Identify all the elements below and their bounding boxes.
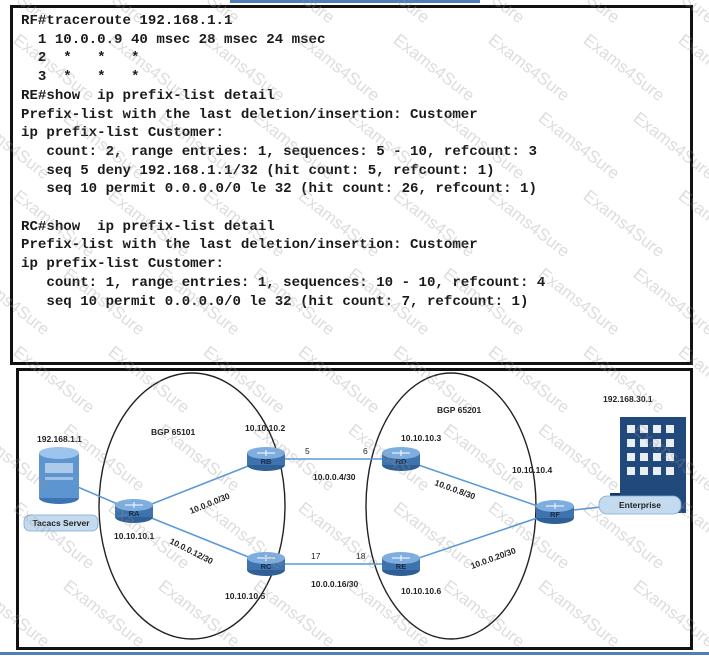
- enterprise-label: Enterprise: [619, 500, 661, 510]
- enterprise-label-box: [598, 495, 682, 515]
- network-diagram-panel: Tacacs Server 192.168.1.1 Enterprise 192…: [16, 368, 693, 650]
- router-rb-name: RB: [261, 457, 272, 466]
- as-65201-label: BGP 65201: [437, 405, 482, 415]
- server-ip: 192.168.1.1: [37, 434, 82, 444]
- subnet-rc-re: 10.0.0.16/30: [311, 579, 359, 589]
- link-re-rf: [400, 511, 556, 565]
- network-topology-svg: Tacacs Server 192.168.1.1 Enterprise 192…: [23, 372, 686, 640]
- router-rc-name: RC: [261, 562, 272, 571]
- link-ra-rc: [133, 510, 267, 565]
- interface-rb-rd-left: 5: [305, 446, 310, 456]
- as-65101-boundary: [98, 372, 286, 640]
- subnet-re-rf: 10.0.0.20/30: [469, 545, 517, 571]
- router-ra-icon: [115, 499, 153, 523]
- subnet-rb-rd: 10.0.0.4/30: [313, 472, 356, 482]
- top-accent-bar: [230, 0, 480, 3]
- subnet-rd-rf: 10.0.0.8/30: [433, 477, 477, 501]
- as-65101-label: BGP 65101: [151, 427, 196, 437]
- cli-output-text: RF#traceroute 192.168.1.1 1 10.0.0.9 40 …: [21, 13, 546, 310]
- server-label: Tacacs Server: [32, 518, 90, 528]
- bottom-accent-bar: [0, 652, 709, 655]
- subnet-ra-rb: 10.0.0.0/30: [188, 491, 231, 516]
- router-rb-icon: [247, 447, 285, 471]
- enterprise-ip: 192.168.30.1: [603, 394, 653, 404]
- router-ra-name: RA: [129, 509, 140, 518]
- link-rd-rf: [400, 458, 556, 513]
- router-rd-icon: [382, 447, 420, 471]
- router-rd-name: RD: [396, 457, 407, 466]
- interface-rb-rd-right: 6: [363, 446, 368, 456]
- router-rf-ip: 10.10.10.4: [512, 465, 552, 475]
- router-rb-ip: 10.10.10.2: [245, 423, 285, 433]
- link-ra-rb: [133, 458, 267, 512]
- router-ra-ip: 10.10.10.1: [114, 531, 154, 541]
- router-rd-ip: 10.10.10.3: [401, 433, 441, 443]
- router-rf-icon: [536, 500, 574, 524]
- router-re-ip: 10.10.10.6: [401, 586, 441, 596]
- router-rc-ip: 10.10.10.5: [225, 591, 265, 601]
- cli-output-panel: RF#traceroute 192.168.1.1 1 10.0.0.9 40 …: [10, 5, 693, 365]
- server-icon: [39, 447, 79, 504]
- router-rc-icon: [247, 552, 285, 576]
- interface-rc-re-right: 18: [356, 551, 366, 561]
- router-rf-name: RF: [550, 510, 560, 519]
- interface-rc-re-left: 17: [311, 551, 321, 561]
- router-re-name: RE: [396, 562, 406, 571]
- router-re-icon: [382, 552, 420, 576]
- server-label-box: [23, 514, 99, 532]
